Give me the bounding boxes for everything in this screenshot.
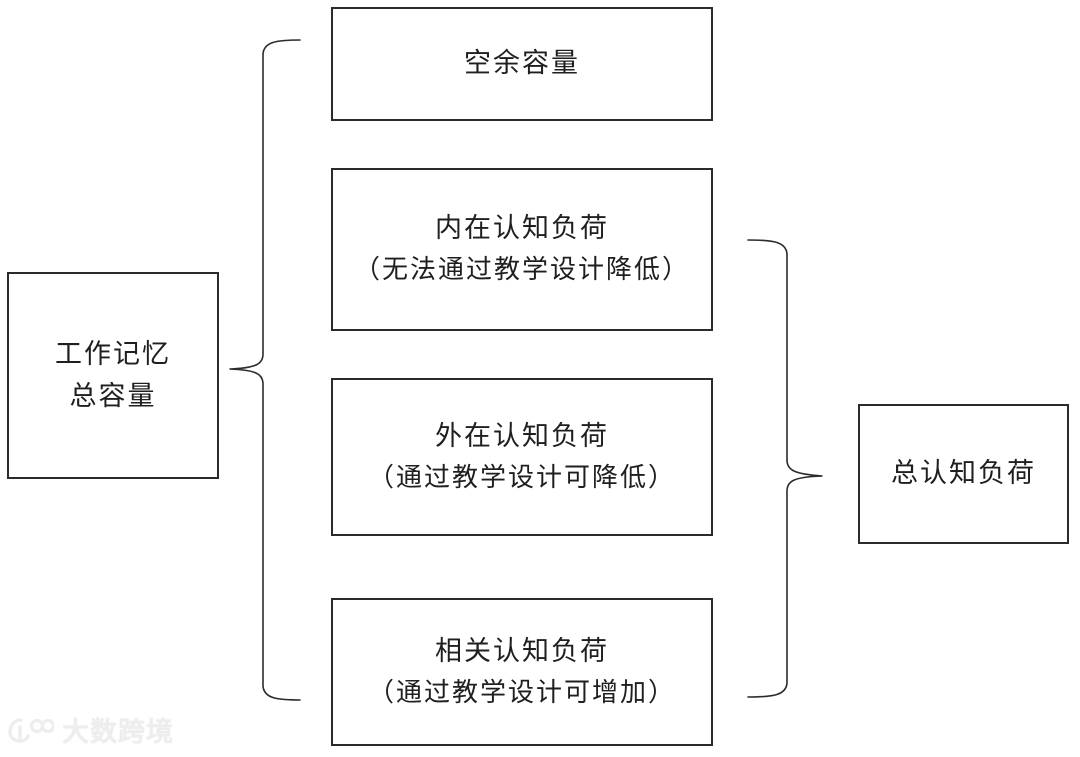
node-intrinsic-load-sublabel: （无法通过教学设计降低） [353,255,690,285]
watermark: 大数跨境 [8,710,174,749]
node-free-capacity-label: 空余容量 [464,48,580,79]
node-total-load-label: 总认知负荷 [891,458,1036,489]
node-extraneous-load-sublabel: （通过教学设计可降低） [367,462,676,492]
node-germane-load-sublabel: （通过教学设计可增加） [367,677,676,707]
right-brace [747,239,823,698]
watermark-text: 大数跨境 [62,717,174,748]
node-total-load: 总认知负荷 [858,404,1069,544]
node-germane-load: 相关认知负荷 （通过教学设计可增加） [331,598,713,746]
node-working-memory-label-line2: 总容量 [69,380,157,411]
node-free-capacity: 空余容量 [331,7,713,121]
left-brace [229,39,301,701]
node-working-memory: 工作记忆 总容量 [7,272,219,479]
dashu-kuajing-logo-icon [8,717,54,743]
node-extraneous-load-label: 外在认知负荷 [435,420,609,451]
node-extraneous-load: 外在认知负荷 （通过教学设计可降低） [331,378,713,536]
node-working-memory-label: 工作记忆 [55,338,171,369]
node-intrinsic-load-label: 内在认知负荷 [435,213,609,244]
node-intrinsic-load: 内在认知负荷 （无法通过教学设计降低） [331,168,713,331]
node-germane-load-label: 相关认知负荷 [435,635,609,666]
